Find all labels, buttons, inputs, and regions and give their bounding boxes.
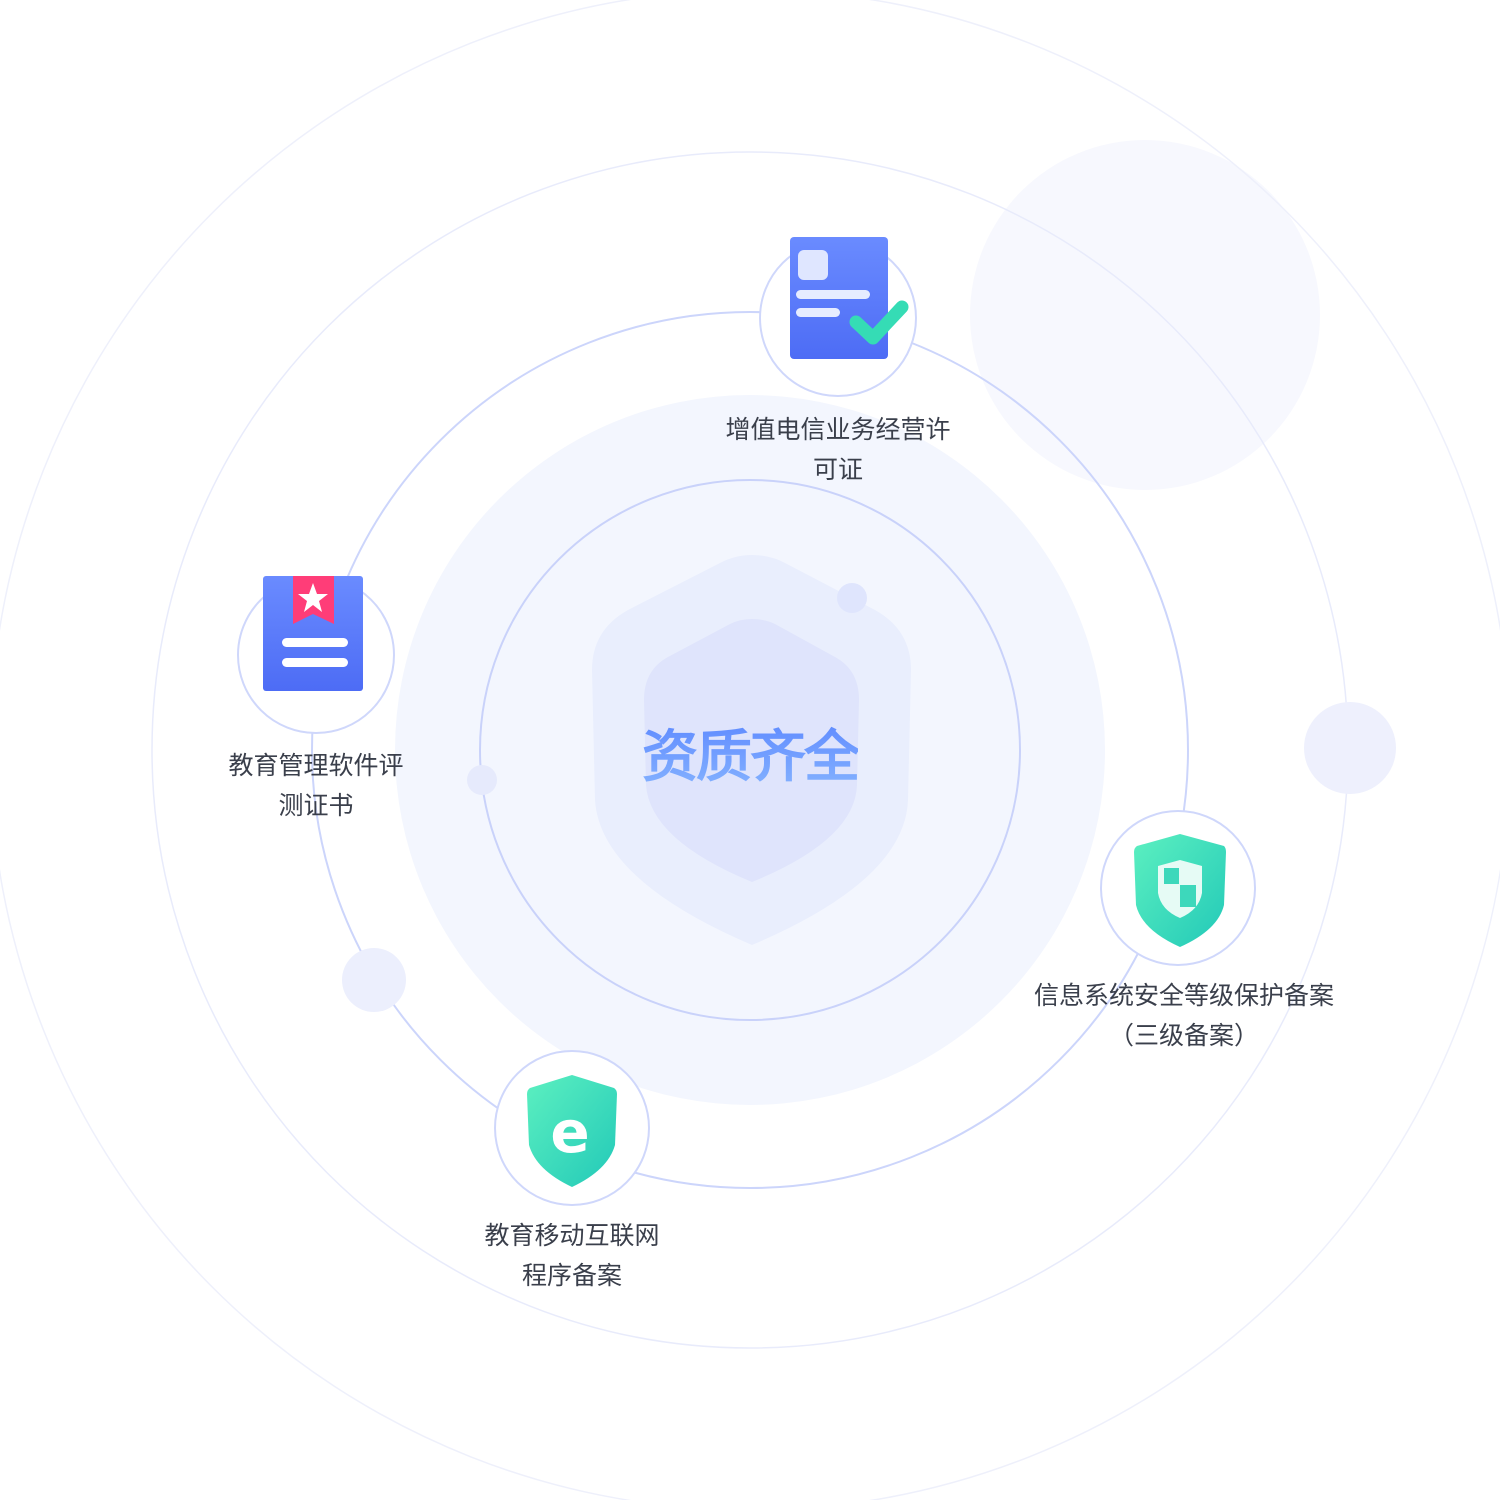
shield-inner-shape (644, 619, 859, 882)
security-shield-icon (1100, 810, 1256, 966)
label-line: 增值电信业务经营许 (725, 415, 951, 444)
label-line: 程序备案 (521, 1261, 623, 1290)
label-line: 教育管理软件评 (228, 751, 404, 780)
label-software-cert: 教育管理软件评 测证书 (228, 746, 403, 826)
label-mobile-filing: 教育移动互联网 程序备案 (484, 1216, 659, 1296)
label-telecom-license: 增值电信业务经营许 可证 (725, 410, 950, 490)
decor-dot (342, 948, 406, 1012)
decor-circle (970, 140, 1320, 490)
label-line: 信息系统安全等级保护备案 (1033, 981, 1335, 1010)
label-line: （三级备案） (1108, 1021, 1260, 1050)
orbit-ring (311, 311, 1189, 1189)
decor-dot (837, 583, 867, 613)
label-security-filing: 信息系统安全等级保护备案 （三级备案） (1034, 976, 1334, 1056)
decor-dot (467, 765, 497, 795)
edu-e-shield-icon: e (494, 1050, 650, 1206)
bookmark-document-icon (237, 576, 395, 734)
certificate-check-icon (759, 237, 917, 397)
inner-ring (479, 479, 1021, 1021)
label-line: 教育移动互联网 (484, 1221, 660, 1250)
label-line: 可证 (812, 455, 864, 484)
label-line: 测证书 (278, 791, 354, 820)
decor-dot (1304, 702, 1396, 794)
svg-text:e: e (550, 1098, 589, 1166)
center-title: 资质齐全 (642, 712, 860, 793)
